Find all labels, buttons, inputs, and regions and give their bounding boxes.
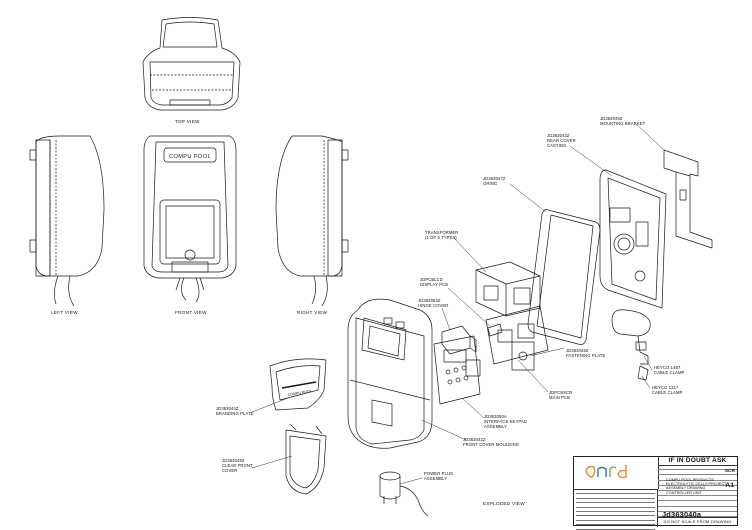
front-cover-label: JD363042Z FRONT COVER MOULDING xyxy=(463,437,520,447)
keypad-label: JD363050A INTERFACE KEYPAD ASSEMBLY xyxy=(484,414,527,429)
branding-plate-brand: COMPU POOL xyxy=(287,389,312,397)
front-view-drawing xyxy=(143,135,237,303)
rear-cover-drawing xyxy=(599,169,667,309)
power-plug-drawing xyxy=(379,471,429,517)
right-view-drawing xyxy=(275,135,349,307)
title-block: IF IN DOUBT ASK SCR A1 COMPU POOL PRODUC… xyxy=(573,456,738,530)
leader-lines xyxy=(251,121,665,485)
if-in-doubt-ask: IF IN DOUBT ASK xyxy=(658,457,737,466)
clear-front-cover-label: JD363049Z CLEAR FRONT COVER xyxy=(222,458,253,473)
clear-front-cover-drawing xyxy=(285,423,327,495)
cable-clamps-drawing xyxy=(611,309,651,381)
rear-cover-label: JD363043Z REAR COVER CASTING xyxy=(547,133,576,148)
drawing-description: COMPU POOL PRODUCTS ELECTROLYTIC CELLS P… xyxy=(666,478,727,495)
display-pcb-label: JDPCBLCD DISPLAY PCB xyxy=(420,277,449,287)
cable-clamp-1217-label: HEYCO 1217 CABLE CLAMP xyxy=(652,385,683,395)
front-panel-brand: COMPU POOL xyxy=(169,154,211,160)
oring-label: JD363047Z ORING xyxy=(483,176,506,186)
do-not-scale-note: DO NOT SCALE FROM DRAWING xyxy=(658,517,737,524)
top-view-label: TOP VIEW xyxy=(175,119,200,124)
front-cover-drawing xyxy=(347,298,433,449)
main-pcb-drawing xyxy=(485,305,549,365)
mounting-bracket-label: JD363046Z MOUNTING BRACKET xyxy=(600,116,646,126)
hinge-cover-label: JD363054Z HINGE COVER xyxy=(418,298,449,308)
top-view-drawing xyxy=(142,17,241,111)
right-view-label: RIGHT VIEW xyxy=(297,310,328,315)
drawing-number: Jd363040a xyxy=(662,510,702,519)
mounting-bracket-drawing xyxy=(663,149,713,249)
keypad-drawing xyxy=(433,335,481,405)
company-logo xyxy=(574,457,659,489)
scale-value: SCR xyxy=(724,469,735,474)
title-block-notes xyxy=(574,489,658,530)
transformer-drawing xyxy=(475,261,541,317)
oring-drawing xyxy=(527,209,601,345)
sheet-size: A1 xyxy=(725,482,734,489)
hinge-cover-drawing xyxy=(441,325,481,377)
branding-plate-drawing xyxy=(269,358,327,411)
main-pcb-label: JDPCBSCR MAIN PCB xyxy=(549,390,573,400)
fastening-plate-label: JD363048Z FASTENING PLATE xyxy=(566,348,606,358)
fastening-plate-drawing xyxy=(511,341,535,371)
transformer-label: TRANSFORMER (1 OF 5 TYPES) xyxy=(425,230,459,240)
left-view-label: LEFT VIEW xyxy=(51,310,78,315)
title-block-grid xyxy=(658,465,737,517)
front-view-label: FRONT VIEW xyxy=(175,310,207,315)
cable-clamp-1497-label: HEYCO 1497 CABLE CLAMP xyxy=(654,365,685,375)
power-plug-label: POWER PLUG ASSEMBLY xyxy=(424,471,454,481)
left-view-drawing xyxy=(29,135,105,307)
exploded-view-label: EXPLODED VIEW xyxy=(483,501,525,506)
logo-icon xyxy=(585,465,627,479)
branding-plate-label: JD363044Z BRANDING PLATE xyxy=(216,406,254,416)
